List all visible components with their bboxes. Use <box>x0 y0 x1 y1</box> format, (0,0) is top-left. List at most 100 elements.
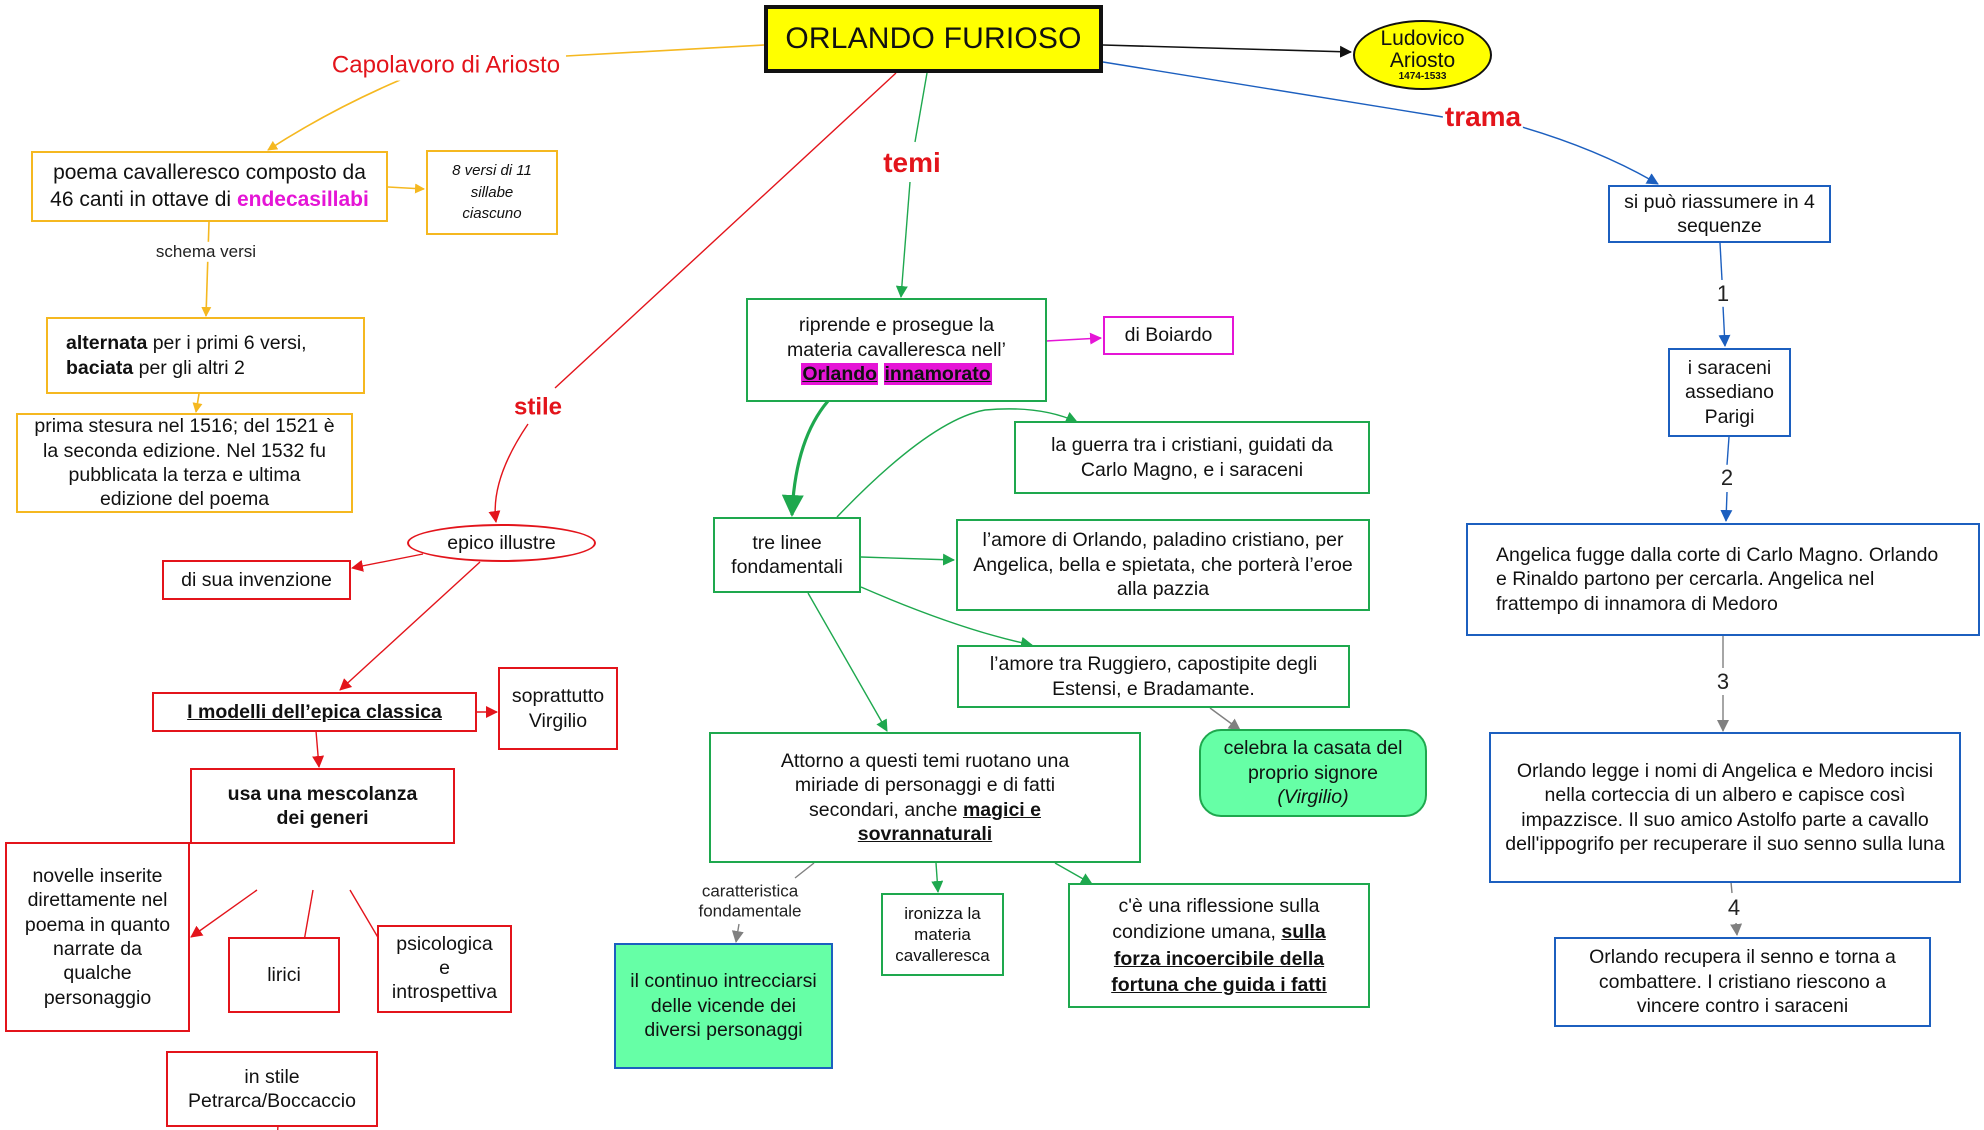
link-step1-step2-arrow <box>1720 491 1733 522</box>
link-ruggiero-celebra <box>1209 707 1241 731</box>
alternata-desc: per i primi 6 versi, <box>147 332 307 355</box>
riflessione-node[interactable]: c'è una riflessione sulla condizione uma… <box>1068 883 1370 1008</box>
step-2-text: Angelica fugge dalla corte di Carlo Magn… <box>1496 543 1939 615</box>
guerra-node[interactable]: la guerra tra i cristiani, guidati da Ca… <box>1014 421 1370 494</box>
step-4-node[interactable]: Orlando recupera il senno e torna a comb… <box>1554 937 1931 1027</box>
modelli-text: I modelli dell’epica classica <box>187 700 442 723</box>
modelli-node[interactable]: I modelli dell’epica classica <box>152 692 477 732</box>
author-node[interactable]: Ludovico Ariosto 1474-1533 <box>1353 20 1492 90</box>
step-3-node[interactable]: Orlando legge i nomi di Angelica e Medor… <box>1489 732 1961 883</box>
riflessione-text: c'è una riflessione sulla condizione uma… <box>1112 894 1320 944</box>
baciata-desc: per gli altri 2 <box>133 356 245 379</box>
link-epico-invenzione <box>351 553 424 572</box>
trama-intro-node[interactable]: si può riassumere in 4 sequenze <box>1608 185 1831 243</box>
guerra-text: la guerra tra i cristiani, guidati da Ca… <box>1051 434 1333 481</box>
ottava-note-line1: 8 versi di 11 <box>452 161 532 179</box>
riprende-node[interactable]: riprende e prosegue la materia cavallere… <box>746 298 1047 402</box>
poema-text: poema cavalleresco composto da 46 canti … <box>50 161 366 211</box>
poema-node[interactable]: poema cavalleresco composto da 46 canti … <box>31 151 388 222</box>
novelle-node[interactable]: novelle inserite direttamente nel poema … <box>5 842 190 1032</box>
step-number-4: 4 <box>1724 894 1744 922</box>
attorno-node[interactable]: Attorno a questi temi ruotano una miriad… <box>709 732 1141 863</box>
step-1-text: i saraceni assediano Parigi <box>1685 356 1774 428</box>
step-3-text: Orlando legge i nomi di Angelica e Medor… <box>1505 759 1945 855</box>
petrarca-line1: in stile <box>244 1065 300 1088</box>
step-1-node[interactable]: i saraceni assediano Parigi <box>1668 348 1791 437</box>
intrecciarsi-node[interactable]: il continuo intrecciarsi delle vicende d… <box>614 943 833 1069</box>
amore-ruggiero-text: l’amore tra Ruggiero, capostipite degli … <box>989 653 1318 700</box>
invenzione-text: di sua invenzione <box>181 568 332 591</box>
link-riprende-trelinee <box>781 399 830 517</box>
link-intro-step1-arrow <box>1718 305 1731 347</box>
invenzione-node[interactable]: di sua invenzione <box>162 560 351 600</box>
innamorato-highlight: innamorato <box>883 363 992 386</box>
riflessione-emph: sulla forza incoercibile della fortuna c… <box>1111 921 1327 996</box>
link-trama-intro <box>1521 126 1659 185</box>
stile-branch-label: stile <box>511 393 565 423</box>
link-intro-step1 <box>1719 242 1723 281</box>
ottava-note-line2: sillabe <box>470 183 514 201</box>
epico-illustre-node[interactable]: epico illustre <box>407 524 596 562</box>
link-stile-epico <box>488 423 529 523</box>
author-name-line1: Ludovico <box>1380 26 1465 50</box>
petrarca-node[interactable]: in stile Petrarca/Boccaccio <box>166 1051 378 1127</box>
celebra-node[interactable]: celebra la casata del proprio signore (V… <box>1199 729 1427 817</box>
link-riprende-boiardo <box>1045 332 1102 345</box>
mescolanza-text: usa una mescolanza dei generi <box>227 782 418 829</box>
endecasillabi-highlight: endecasillabi <box>236 187 369 211</box>
link-title-author <box>1102 44 1352 58</box>
caratteristica-edge-label: caratteristica fondamentale <box>685 881 815 923</box>
novelle-text: novelle inserite direttamente nel poema … <box>24 864 171 1009</box>
central-title-node[interactable]: ORLANDO FURIOSO <box>764 5 1103 73</box>
baciata-term: baciata <box>66 356 134 379</box>
link-capolavoro-poema <box>267 79 401 151</box>
psicologica-line2: e <box>439 957 450 980</box>
boiardo-node[interactable]: di Boiardo <box>1103 316 1234 355</box>
ironizza-node[interactable]: ironizza la materia cavalleresca <box>881 893 1004 976</box>
virgilio-line2: Virgilio <box>528 709 588 732</box>
tre-linee-line1: tre linee <box>752 531 822 554</box>
link-modelli-mescolanza <box>312 730 325 768</box>
lirici-text: lirici <box>267 963 301 986</box>
link-mescolanza-novelle <box>190 889 258 938</box>
link-attorno-riflessione <box>1054 862 1093 885</box>
orlando-highlight: Orlando <box>801 363 879 386</box>
link-poema-ottava <box>387 183 425 194</box>
virgilio-line1: soprattutto <box>511 685 605 708</box>
psicologica-line1: psicologica <box>396 933 493 956</box>
psicologica-node[interactable]: psicologica e introspettiva <box>377 925 512 1013</box>
link-trelinee-amore-orlando <box>860 553 955 566</box>
trama-branch-label: trama <box>1442 100 1524 134</box>
link-attorno-ironizza <box>931 862 944 893</box>
amore-orlando-node[interactable]: l’amore di Orlando, paladino cristiano, … <box>956 519 1370 611</box>
ottava-note-node[interactable]: 8 versi di 11 sillabe ciascuno <box>426 150 558 235</box>
epico-illustre-text: epico illustre <box>447 531 556 554</box>
schema-node[interactable]: alternata per i primi 6 versi, baciata p… <box>46 317 365 394</box>
central-title: ORLANDO FURIOSO <box>785 22 1082 56</box>
edizioni-node[interactable]: prima stesura nel 1516; del 1521 è la se… <box>16 413 353 513</box>
alternata-term: alternata <box>66 332 148 355</box>
step-4-text: Orlando recupera il senno e torna a comb… <box>1589 946 1896 1018</box>
temi-branch-label: temi <box>881 146 943 180</box>
psicologica-line3: introspettiva <box>391 980 498 1003</box>
tre-linee-line2: fondamentali <box>731 556 843 578</box>
attorno-emph: magici e sovrannaturali <box>857 798 1041 845</box>
link-epico-modelli <box>339 561 481 691</box>
petrarca-line2: Petrarca/Boccaccio <box>188 1090 356 1112</box>
amore-ruggiero-node[interactable]: l’amore tra Ruggiero, capostipite degli … <box>957 645 1350 708</box>
link-step1-step2 <box>1726 436 1730 466</box>
step-2-node[interactable]: Angelica fugge dalla corte di Carlo Magn… <box>1466 523 1980 636</box>
capolavoro-label: Capolavoro di Ariosto <box>331 51 561 81</box>
trama-intro-text: si può riassumere in 4 sequenze <box>1624 190 1815 237</box>
link-trelinee-attorno <box>807 592 888 732</box>
intrecciarsi-text: il continuo intrecciarsi delle vicende d… <box>630 970 817 1042</box>
link-caratteristica-intrecciarsi <box>731 923 744 943</box>
lirici-node-box[interactable]: lirici <box>228 937 340 1013</box>
link-title-capolavoro <box>565 44 765 57</box>
tre-linee-node[interactable]: tre linee fondamentali <box>713 517 861 593</box>
celebra-text: celebra la casata del proprio signore <box>1223 737 1403 784</box>
virgilio-node[interactable]: soprattutto Virgilio <box>498 667 618 750</box>
mescolanza-node[interactable]: usa una mescolanza dei generi <box>190 768 455 844</box>
author-years: 1474-1533 <box>1398 70 1447 82</box>
